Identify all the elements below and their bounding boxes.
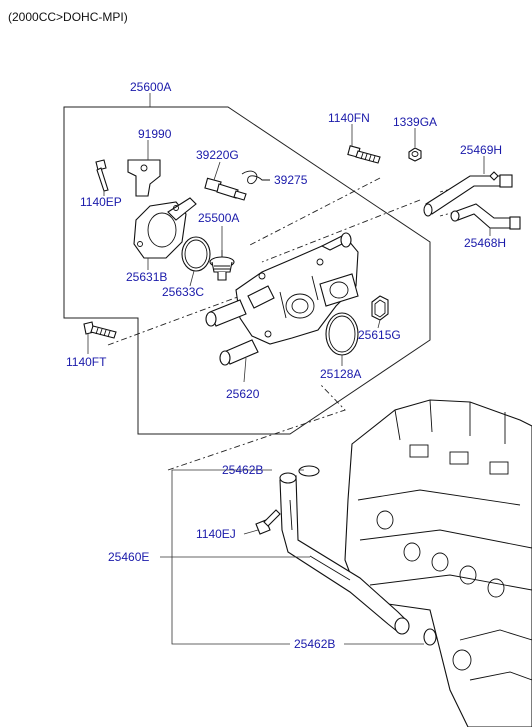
sensor-39220g (204, 177, 247, 201)
assembly-frame (63, 106, 431, 435)
clamp-25462b-bottom (423, 628, 437, 646)
locator-lines (107, 177, 471, 471)
hose-25468h (450, 203, 521, 230)
gasket-25615g-inner (374, 299, 386, 318)
bolt-1140ej-leader (243, 529, 259, 535)
bolt-1140fn (347, 145, 381, 164)
housing-25620-leader (243, 357, 247, 383)
gasket-25633c-leader (189, 270, 195, 287)
label-39220g: 39220G (196, 148, 239, 162)
oring-25128a-inner (328, 315, 356, 353)
diagram-caption: (2000CC>DOHC-MPI) (8, 10, 128, 24)
bolt-1140ej (255, 509, 281, 535)
label-25500a: 25500A (198, 211, 239, 225)
label-1140ft: 1140FT (66, 355, 107, 369)
label-25460e: 25460E (108, 550, 149, 564)
pipe-25460e (279, 472, 410, 635)
clamp-25462b-top (298, 465, 320, 477)
gasket-25615g-leader (377, 319, 381, 329)
bolt-1140ep (95, 159, 109, 192)
label-25462b-bottom: 25462B (294, 637, 335, 651)
clip-39275 (241, 170, 270, 185)
label-25615g: 25615G (358, 328, 401, 342)
gasket-25633c (181, 236, 211, 272)
nut-1339ga (408, 147, 422, 162)
label-25631b: 25631B (126, 270, 167, 284)
label-25633c: 25633C (162, 285, 204, 299)
label-25469h: 25469H (460, 143, 502, 157)
thermostat-25500a (209, 250, 235, 281)
label-25468h: 25468H (464, 236, 506, 250)
oring-25128a (325, 312, 359, 356)
sensor-39220g-leader (213, 161, 221, 181)
label-1140ej: 1140EJ (196, 527, 236, 541)
label-39275: 39275 (274, 173, 308, 187)
label-25462b-top: 25462B (222, 463, 263, 477)
label-25620: 25620 (226, 387, 260, 401)
engine-block (344, 399, 532, 727)
label-1339ga: 1339GA (393, 115, 437, 129)
label-1140ep: 1140EP (80, 195, 122, 209)
bracket-91990 (127, 159, 161, 197)
label-25600a: 25600A (130, 80, 171, 94)
hose-25469h (423, 171, 513, 217)
label-1140fn: 1140FN (328, 111, 370, 125)
bolt-1140ft (83, 321, 117, 339)
cover-25631b (133, 197, 197, 259)
pipe-group-bracket (171, 469, 424, 645)
gasket-25633c-inner (184, 239, 208, 269)
label-91990: 91990 (138, 127, 172, 141)
housing-25620 (205, 232, 359, 366)
label-25128a: 25128A (320, 367, 361, 381)
